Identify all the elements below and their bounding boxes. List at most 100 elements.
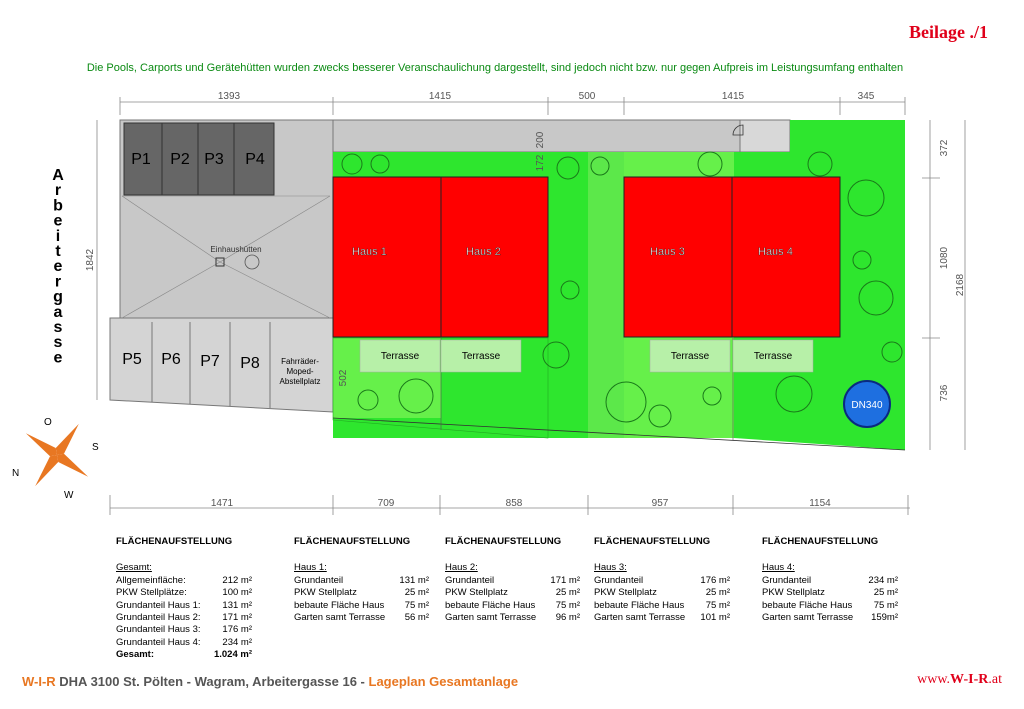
street-letter: e: [54, 213, 63, 230]
summary-row: Allgemeinfläche:212 m²: [116, 574, 252, 586]
parking-space-p4: [233, 122, 275, 196]
street-letter: r: [55, 182, 61, 199]
summary-total-row: Gesamt:1.024 m²: [116, 649, 252, 661]
summary-row: Grundanteil Haus 3:176 m²: [116, 624, 252, 636]
bike-storage-line: Abstellplatz: [280, 377, 321, 386]
house-label-3: Haus 3: [650, 246, 685, 258]
right-dim-1: 372: [939, 139, 950, 156]
driveway-end: [739, 119, 791, 153]
top-dimension-line: [119, 97, 906, 115]
top-dim-3: 500: [579, 91, 596, 102]
parking-label-p7: P7: [200, 353, 220, 370]
terrace-label-2: Terrasse: [462, 351, 501, 362]
url-brand: W-I-R: [950, 672, 989, 687]
parking-label-p1: P1: [131, 151, 151, 168]
summary-title: FLÄCHENAUFSTELLUNG: [762, 536, 879, 547]
inner-dim-1: 200: [535, 131, 546, 148]
bike-storage-label: Fahrräder-Moped-Abstellplatz: [280, 357, 321, 386]
tree-icon: [244, 254, 260, 270]
garden-strip-light: [588, 152, 624, 438]
driveway: [332, 119, 791, 153]
compass-label-o: O: [44, 417, 52, 428]
bottom-dim-3: 858: [506, 498, 523, 509]
parking-space-p1: [123, 122, 163, 196]
parking-label-p8: P8: [240, 355, 260, 372]
bike-storage-line: Moped-: [286, 367, 313, 376]
parking-label-p2: P2: [170, 151, 190, 168]
footer-address: DHA 3100 St. Pölten - Wagram, Arbeiterga…: [55, 674, 369, 689]
trees: [341, 151, 903, 428]
summary-subtitle: Haus 4:: [762, 562, 795, 574]
parking-label-p3: P3: [204, 151, 224, 168]
top-dim-5: 345: [858, 91, 875, 102]
parking-space-p2: [161, 122, 199, 196]
trash-hut-label: Einhaushütten: [210, 245, 261, 254]
summary-row: Grundanteil Haus 2:171 m²: [116, 612, 252, 624]
summary-title: FLÄCHENAUFSTELLUNG: [294, 536, 411, 547]
street-letter: e: [54, 349, 63, 366]
summary-row: Grundanteil Haus 4:234 m²: [116, 636, 252, 648]
bottom-dimension-line: [109, 495, 910, 515]
summary-row: PKW Stellplätze:100 m²: [116, 587, 252, 599]
url-prefix: www.: [917, 672, 951, 687]
house-label-4: Haus 4: [758, 246, 793, 258]
footer-plan-title: Lageplan Gesamtanlage: [368, 674, 519, 689]
trash-hut-icon: [215, 257, 225, 267]
summary-row: Grundanteil Haus 1:131 m²: [116, 599, 252, 611]
pool-label: DN340: [851, 400, 883, 411]
annex-label: Beilage ./1: [909, 22, 988, 42]
top-dim-4: 1415: [722, 91, 745, 102]
parking-space-p3: [197, 122, 235, 196]
footer-url[interactable]: www.W-I-R.at: [917, 672, 1002, 688]
common-area-lines: [121, 195, 331, 319]
disclaimer-note: Die Pools, Carports und Gerätehütten wur…: [86, 62, 904, 74]
gate-icon: [732, 124, 744, 136]
top-dim-2: 1415: [429, 91, 452, 102]
summary-title: FLÄCHENAUFSTELLUNG: [116, 536, 233, 547]
street-letter: s: [54, 319, 63, 336]
garden-outline: [332, 337, 549, 439]
compass-icon: [25, 423, 89, 487]
parking-label-p5: P5: [122, 351, 142, 368]
street-letter: a: [54, 304, 63, 321]
terrace-grids: [359, 339, 814, 373]
house-2: [440, 176, 549, 338]
inner-dim-2: 172: [535, 154, 546, 171]
summary-subtitle: Haus 2:: [445, 562, 478, 574]
summary-total: FLÄCHENAUFSTELLUNG Gesamt: Allgemeinfläc…: [116, 536, 252, 662]
summary-title: FLÄCHENAUFSTELLUNG: [445, 536, 562, 547]
top-dim-1: 1393: [218, 91, 241, 102]
site-plan: 1393 1415 500 1415 345 1842 372 1080 216…: [12, 91, 966, 515]
house-label-2: Haus 2: [466, 246, 501, 258]
compass-label-w: W: [64, 490, 74, 501]
footer-brand: W-I-R: [22, 674, 56, 689]
street-letter: s: [54, 334, 63, 351]
summary-subtitle: Gesamt:: [116, 562, 152, 574]
bottom-dim-1: 1471: [211, 498, 234, 509]
right-dim-3: 736: [939, 384, 950, 401]
compass-label-n: N: [12, 468, 19, 479]
compass-label-s: S: [92, 442, 99, 453]
url-suffix: .at: [988, 672, 1002, 687]
bottom-dim-2: 709: [378, 498, 395, 509]
parking-label-p4: P4: [245, 151, 265, 168]
bottom-dim-5: 1154: [809, 498, 831, 509]
street-letter: b: [53, 197, 63, 214]
